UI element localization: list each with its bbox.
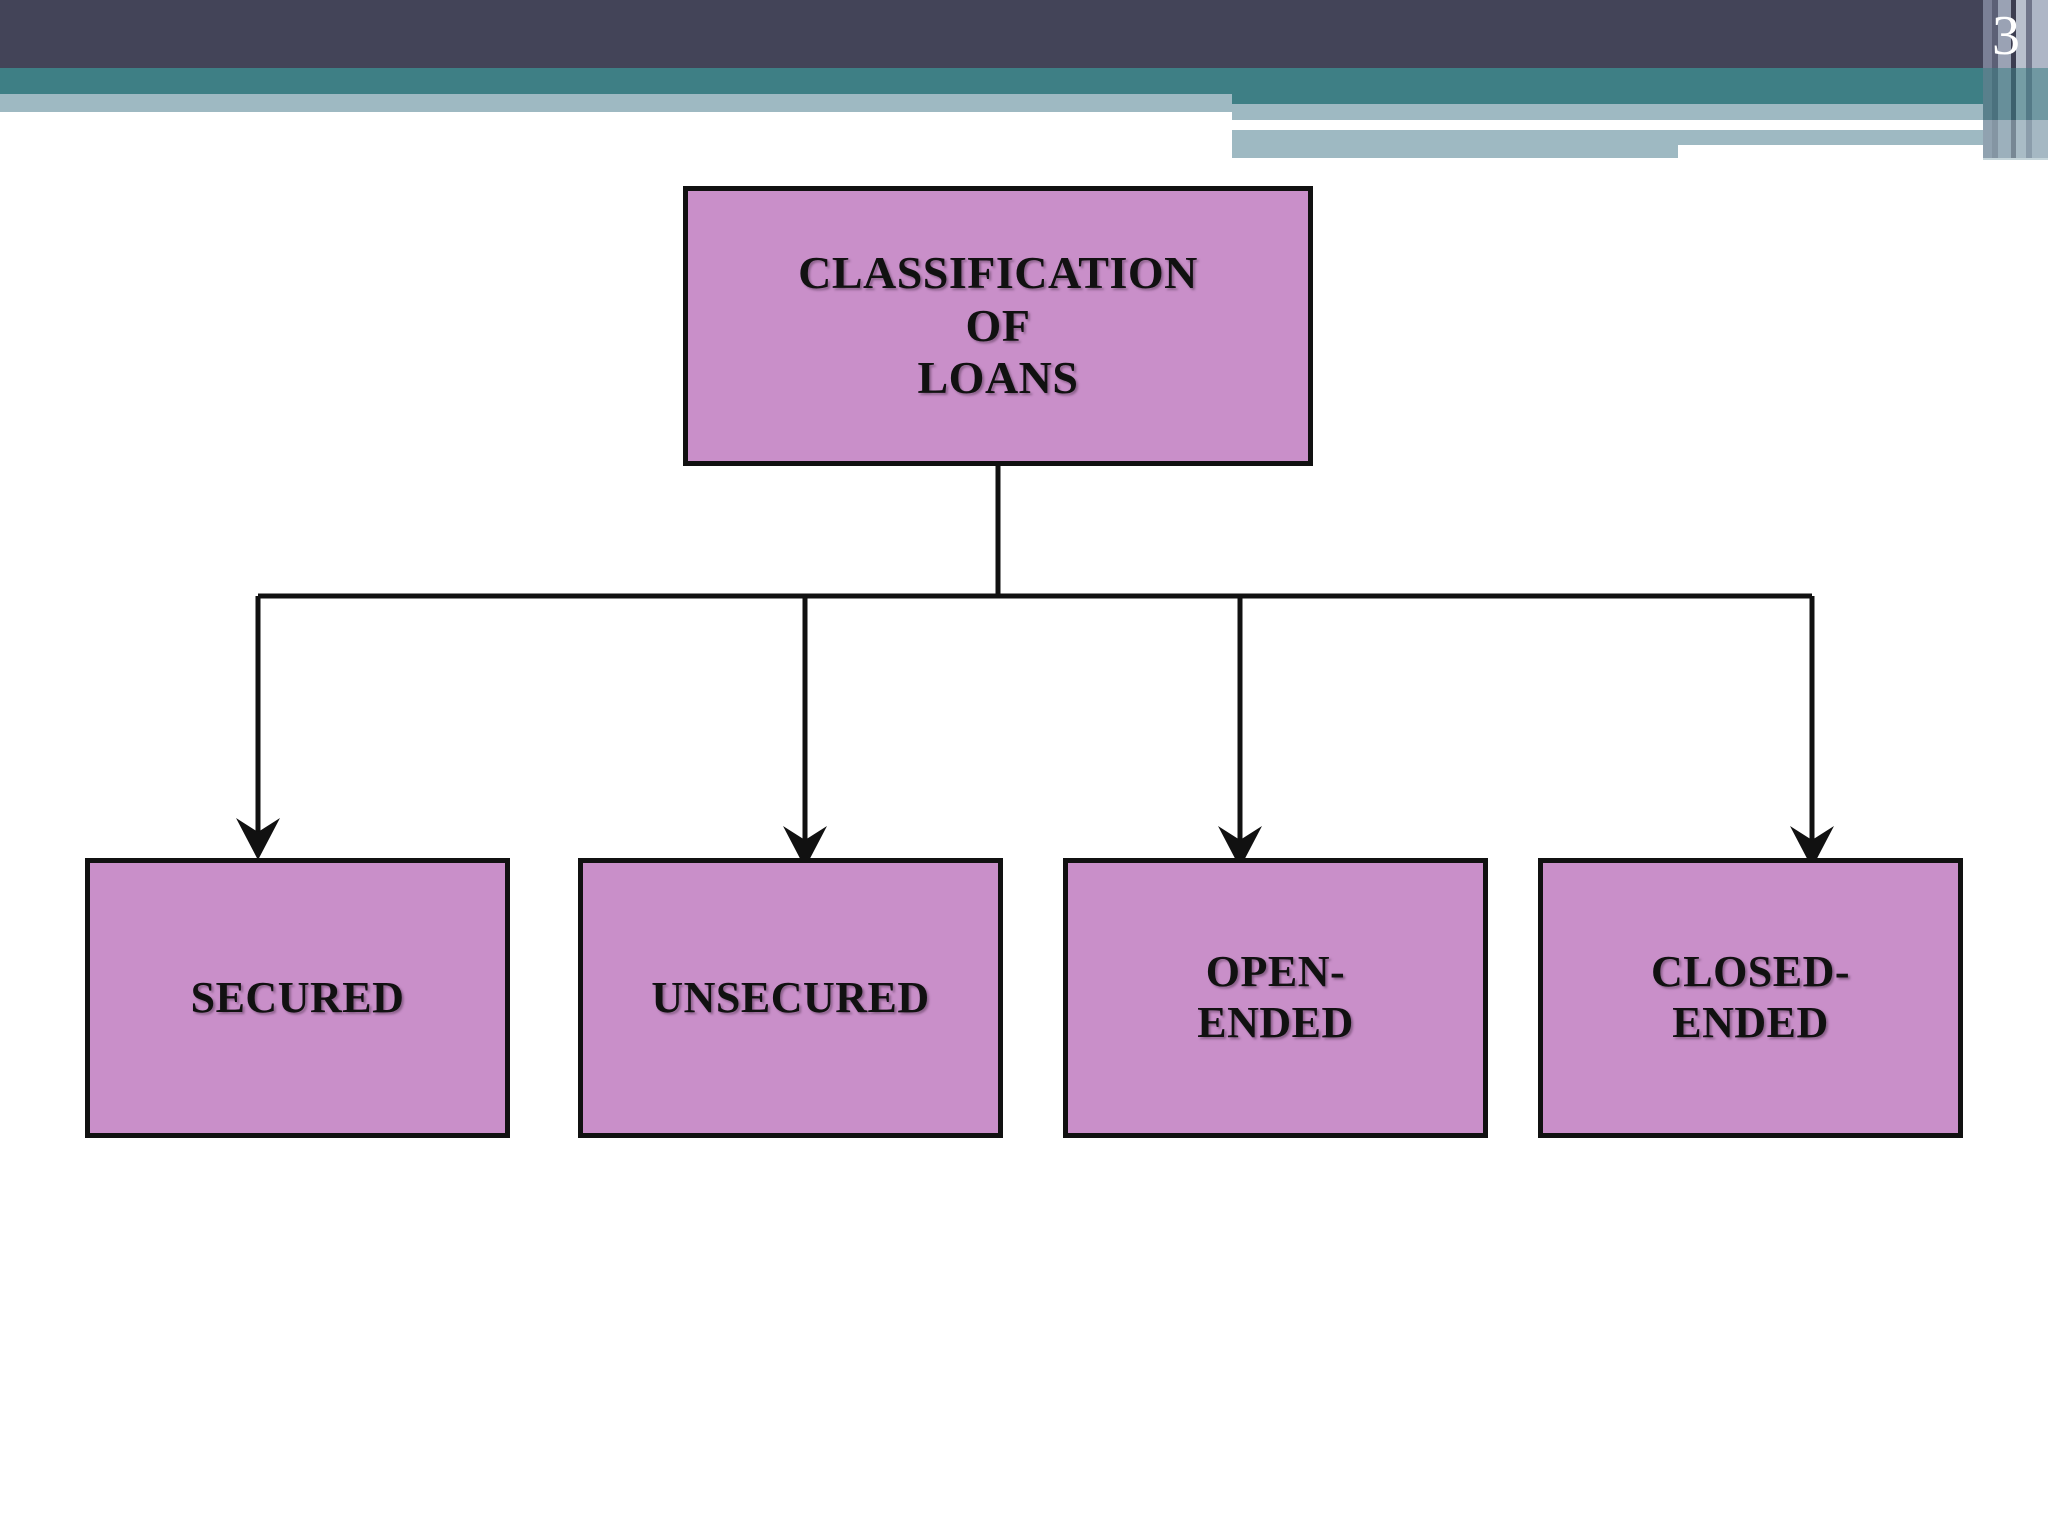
page-number: 3 [1992,5,2020,67]
header-white-tail-band [1678,145,2048,158]
node-root-line-2: OF [965,299,1031,351]
node-open-ended[interactable]: OPEN- ENDED [1063,858,1488,1138]
header-teal-band-right [1232,68,2048,104]
node-unsecured-line-1: UNSECURED [651,972,930,1022]
node-root-line-3: LOANS [917,352,1079,404]
arrowhead-1 [236,818,280,860]
node-open-ended-line-2: ENDED [1197,998,1354,1047]
header-accent-band-a [1232,104,2048,120]
arrowhead-4 [1790,826,1834,868]
header-stripe-overlay-light [1983,120,2048,160]
node-secured[interactable]: SECURED [85,858,510,1138]
node-root-line-1: CLASSIFICATION [798,246,1198,298]
node-classification-of-loans[interactable]: CLASSIFICATION OF LOANS [683,186,1313,466]
arrowhead-3 [1218,826,1262,868]
node-closed-ended-line-1: CLOSED- [1650,947,1851,997]
arrowhead-2 [783,826,827,868]
node-open-ended-line-1: OPEN- [1205,947,1346,997]
node-closed-ended[interactable]: CLOSED- ENDED [1538,858,1963,1138]
node-secured-line-1: SECURED [190,972,405,1022]
node-unsecured[interactable]: UNSECURED [578,858,1003,1138]
header-stripe-overlay-teal [1983,68,2048,120]
header-dark-band [0,0,2048,68]
node-closed-ended-line-2: ENDED [1672,998,1829,1047]
header-lightblue-band [0,94,1232,112]
header-white-gap-band [1232,120,1926,130]
